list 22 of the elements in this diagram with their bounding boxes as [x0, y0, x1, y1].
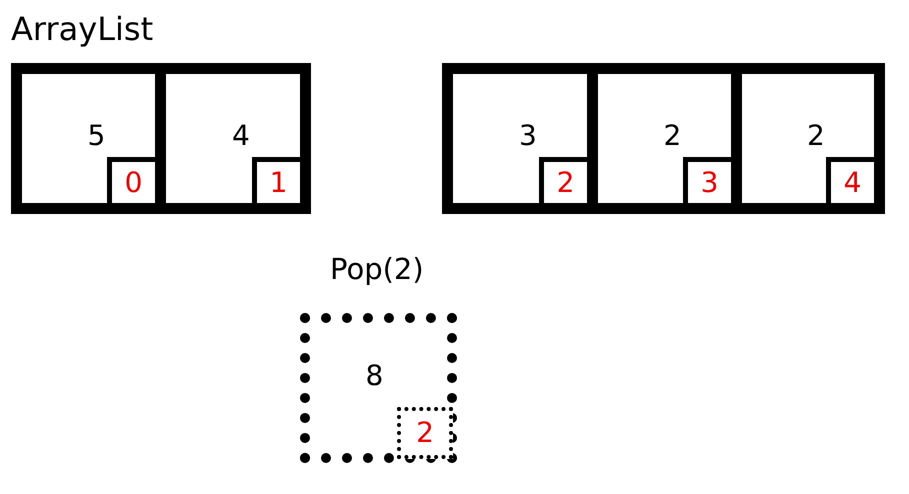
array-cell: [598, 74, 731, 203]
array-frame: [442, 63, 885, 214]
operation-label: Pop(2): [330, 252, 424, 286]
index-box: 3: [683, 157, 731, 203]
array-cell: [742, 74, 874, 203]
index-box: 2: [539, 157, 587, 203]
cell-value: 2: [807, 119, 825, 152]
array-cell: [22, 74, 155, 203]
cell-value: 4: [232, 119, 250, 152]
cell-value: 2: [664, 119, 682, 152]
cell-value: 5: [88, 119, 106, 152]
array-cell: [166, 74, 300, 203]
array-frame: [11, 63, 311, 214]
index-box: 2: [397, 407, 453, 459]
popped-cell: [300, 313, 457, 463]
index-box: 1: [252, 157, 300, 203]
cell-value: 8: [366, 359, 384, 392]
index-box: 4: [826, 157, 874, 203]
array-cell: [453, 74, 587, 203]
index-box: 0: [107, 157, 155, 203]
cell-value: 3: [519, 119, 537, 152]
diagram-title: ArrayList: [11, 10, 154, 48]
